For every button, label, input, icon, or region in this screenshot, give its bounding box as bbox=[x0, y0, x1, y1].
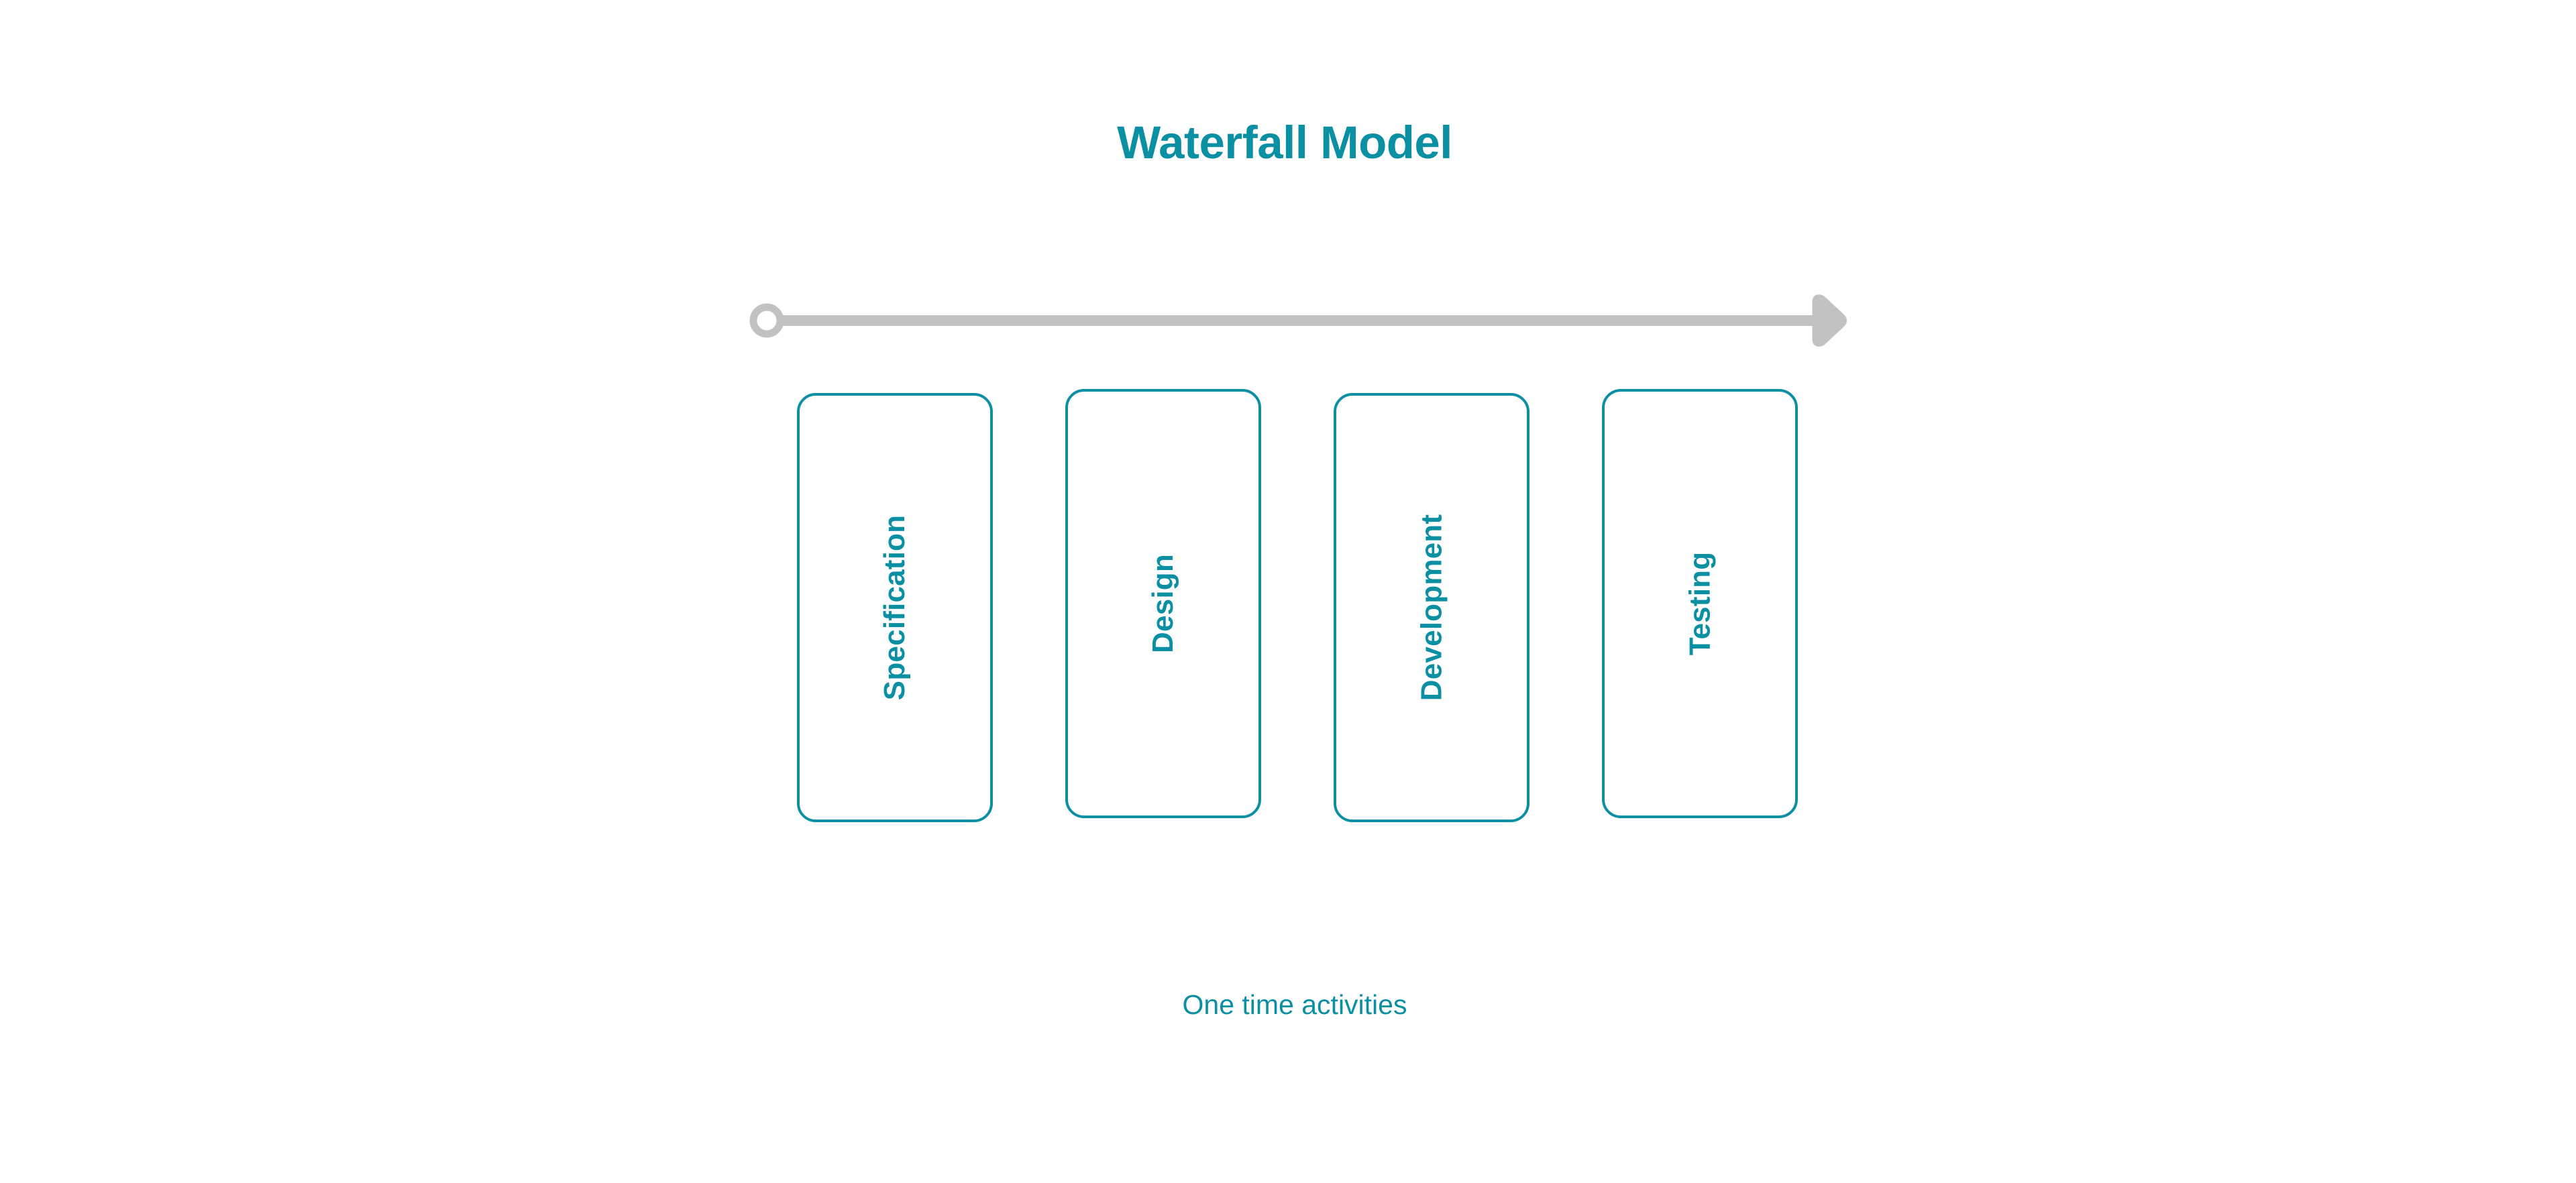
phase-box-design[interactable]: Design bbox=[1065, 389, 1261, 818]
phase-label: Specification bbox=[877, 514, 911, 701]
phase-label: Testing bbox=[1683, 551, 1716, 656]
phase-box-testing[interactable]: Testing bbox=[1602, 389, 1798, 818]
phase-label: Design bbox=[1146, 554, 1179, 653]
page-title-text: Waterfall Model bbox=[1117, 117, 1452, 168]
timeline-arrow bbox=[738, 288, 1865, 355]
phase-box-specification[interactable]: Specification bbox=[797, 393, 993, 822]
timeline-start-circle-icon bbox=[749, 303, 784, 338]
diagram-caption: One time activities bbox=[1182, 989, 1407, 1020]
phase-label: Development bbox=[1415, 514, 1448, 701]
phase-box-development[interactable]: Development bbox=[1334, 393, 1529, 822]
timeline-arrowhead-icon bbox=[1812, 294, 1847, 347]
page-title: Waterfall Model bbox=[0, 119, 2576, 166]
